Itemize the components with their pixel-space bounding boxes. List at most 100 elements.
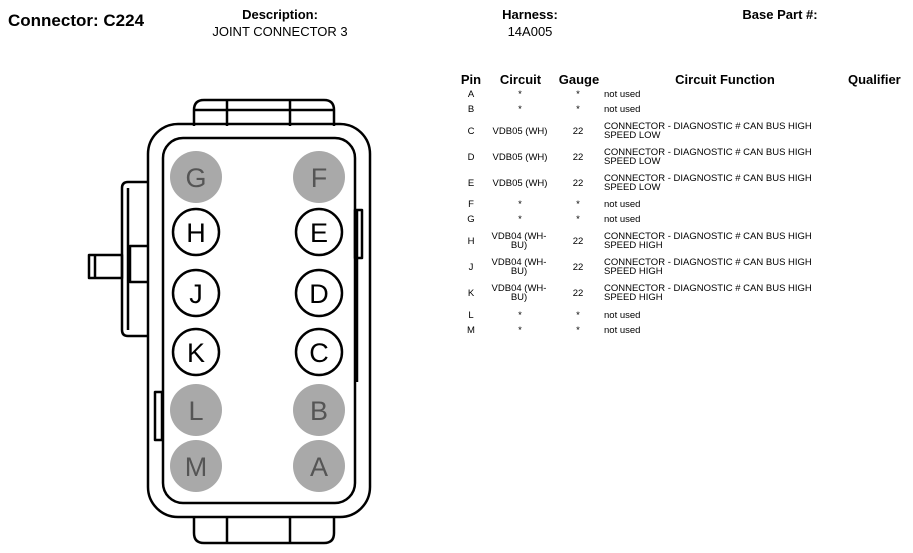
pin-label: B [310,396,328,426]
pin-cell: C [467,126,475,137]
gauge-cell: 22 [572,152,584,163]
pin-label: D [309,279,329,309]
gauge-cell: 22 [572,178,584,189]
circuit-cell: VDB04 (WH-BU) [491,231,547,251]
circuit-cell: VDB05 (WH) [492,126,548,137]
pin-circle [170,151,222,203]
harness-label: Harness: [502,7,558,22]
pin-m: M [170,440,222,492]
left-side-clip [120,180,148,338]
gauge-cell: 22 [572,236,584,247]
circuit-cell: VDB04 (WH-BU) [491,257,547,277]
circuit-function-cell: CONNECTOR - DIAGNOSTIC # CAN BUS HIGH SP… [604,283,812,303]
circuit-function-cell: CONNECTOR - DIAGNOSTIC # CAN BUS HIGH SP… [604,257,812,277]
qualifier-column-header: Qualifier [848,72,901,87]
circuit-function-cell: not used [604,199,641,210]
base-part-label: Base Part #: [742,7,818,22]
pin-cell: D [467,152,475,163]
left-release-tab-stub [87,253,124,280]
pin-circle [171,327,221,377]
pin-label: H [186,218,206,248]
circuit-cell: * [518,89,522,100]
circuit-function-cell: CONNECTOR - DIAGNOSTIC # CAN BUS HIGH SP… [604,231,812,251]
left-release-tab [128,244,148,284]
pin-label: K [187,338,205,368]
pin-circle [170,384,222,436]
circuit-function-cell: CONNECTOR - DIAGNOSTIC # CAN BUS HIGH SP… [604,121,812,141]
circuit-function-cell: not used [604,89,641,100]
pin-label: L [188,396,203,426]
circuit-function-column-header: Circuit Function [675,72,775,87]
circuit-cell: VDB04 (WH-BU) [491,283,547,303]
description-value: JOINT CONNECTOR 3 [212,24,348,39]
pin-j: J [171,268,221,318]
pin-circle [171,268,221,318]
pin-label: A [310,452,328,482]
pin-cell: A [467,89,475,100]
gauge-cell: 22 [572,262,584,273]
pin-label: F [311,163,328,193]
circuit-cell: * [518,310,522,321]
gauge-cell: * [576,214,580,225]
pin-circle [294,327,344,377]
circuit-function-cell: not used [604,310,641,321]
pin-label: M [185,452,208,482]
connector-inner-shell [161,136,357,505]
pin-circle [293,151,345,203]
circuit-function-cell: CONNECTOR - DIAGNOSTIC # CAN BUS HIGH SP… [604,147,812,167]
pin-g: G [170,151,222,203]
pin-label: C [309,338,329,368]
circuit-column-header: Circuit [499,72,542,87]
right-key-upper [353,208,364,260]
gauge-cell: * [576,89,580,100]
pin-circle [170,440,222,492]
gauge-cell: * [576,104,580,115]
pin-cell: E [467,178,475,189]
pin-l: L [170,384,222,436]
top-latch-outline [192,98,336,126]
circuit-cell: * [518,325,522,336]
harness-value: 14A005 [507,24,553,39]
pin-column-header: Pin [460,72,482,87]
pin-f: F [293,151,345,203]
pin-circle [171,207,221,257]
left-key-lower [153,390,164,442]
circuit-function-cell: not used [604,214,641,225]
pin-d: D [294,268,344,318]
pin-cell: B [467,104,475,115]
pin-k: K [171,327,221,377]
gauge-cell: 22 [572,126,584,137]
circuit-function-cell: not used [604,104,641,115]
pin-cell: J [468,262,474,273]
pin-circle [294,207,344,257]
circuit-function-cell: not used [604,325,641,336]
description-label: Description: [242,7,318,22]
pin-cell: K [467,288,475,299]
circuit-cell: VDB05 (WH) [492,152,548,163]
pin-e: E [294,207,344,257]
connector-pins: G F H E J D K C L B M A [170,151,345,492]
connector-outer-shell [146,122,372,519]
pin-a: A [293,440,345,492]
circuit-cell: * [518,214,522,225]
circuit-cell: * [518,104,522,115]
pin-b: B [293,384,345,436]
pin-c: C [294,327,344,377]
pin-h: H [171,207,221,257]
pin-circle [294,268,344,318]
gauge-column-header: Gauge [558,72,600,87]
pin-circle [293,384,345,436]
pin-cell: H [467,236,475,247]
circuit-function-cell: CONNECTOR - DIAGNOSTIC # CAN BUS HIGH SP… [604,173,812,193]
bottom-latch-outline [192,516,336,545]
gauge-cell: * [576,310,580,321]
pin-cell: L [468,310,474,321]
pin-cell: G [467,214,475,225]
connector-title: Connector: C224 [8,11,145,30]
pin-cell: F [468,199,474,210]
circuit-cell: * [518,199,522,210]
gauge-cell: * [576,199,580,210]
gauge-cell: 22 [572,288,584,299]
